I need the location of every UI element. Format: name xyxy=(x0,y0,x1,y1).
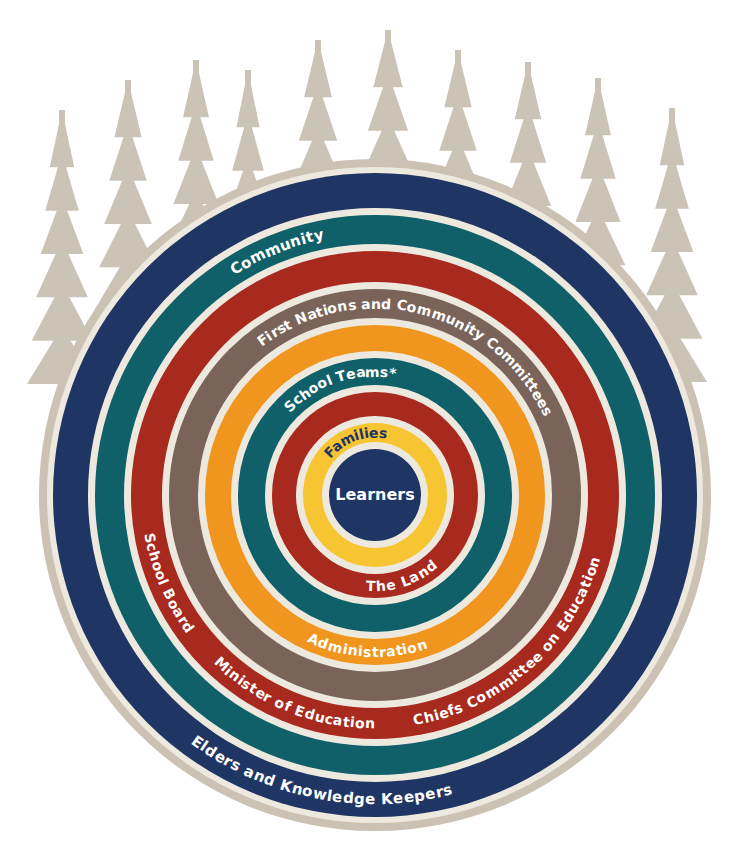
bark-inner xyxy=(47,167,703,823)
label-glyph: m xyxy=(365,364,380,378)
tree-trunk xyxy=(59,110,65,410)
tree-ring-band: LearnersFamiliesThe LandSchool Teams* xyxy=(238,358,512,632)
tree-ring-band: LearnersFamiliesThe LandSchool Teams*Adm… xyxy=(53,173,697,817)
label-glyph: * xyxy=(388,365,397,380)
tree-ring-band: LearnersFamilies xyxy=(303,423,447,567)
label-glyph: h xyxy=(376,578,387,593)
label-glyph: e xyxy=(365,792,375,807)
label-glyph: g xyxy=(354,791,365,807)
label-glyph: t xyxy=(372,645,379,659)
label-glyph: n xyxy=(347,643,359,658)
label-glyph: i xyxy=(357,644,363,658)
ring-label: Learners xyxy=(335,485,414,504)
label-glyph: o xyxy=(354,716,365,731)
label-glyph: d xyxy=(342,790,354,806)
label-glyph: s xyxy=(442,782,454,799)
tree-ring-band: LearnersFamiliesThe LandSchool Teams*Adm… xyxy=(95,215,655,775)
label-glyph: n xyxy=(371,296,381,310)
label-glyph xyxy=(376,792,381,807)
label-glyph: e xyxy=(369,425,379,439)
tree-ring-band: LearnersFamiliesThe LandSchool Teams*Adm… xyxy=(169,289,581,701)
tree-ring-band: LearnersFamiliesThe LandSchool Teams*Adm… xyxy=(131,251,619,739)
label-glyph: i xyxy=(363,426,370,441)
label-glyph: a xyxy=(361,297,371,311)
label-glyph: e xyxy=(332,789,344,805)
label-glyph: a xyxy=(355,365,366,380)
label-glyph: d xyxy=(381,297,392,312)
label-glyph: w xyxy=(312,786,328,803)
tree-ring-band: LearnersFamiliesThe LandSchool Teams*Adm… xyxy=(205,325,545,665)
label-glyph: s xyxy=(380,365,389,380)
label-glyph: e xyxy=(393,791,404,807)
label-glyph: n xyxy=(365,716,375,730)
label-glyph xyxy=(356,297,362,311)
tree-ring-band: Learners xyxy=(329,449,421,541)
bark-edge xyxy=(39,159,711,831)
label-glyph: a xyxy=(385,644,396,659)
label-glyph: s xyxy=(378,426,388,441)
label-glyph: T xyxy=(366,579,376,593)
label-glyph: e xyxy=(385,577,397,592)
label-glyph: r xyxy=(378,645,386,659)
label-glyph: s xyxy=(347,297,357,312)
label-glyph: n xyxy=(336,299,348,314)
label-glyph: K xyxy=(381,792,393,807)
label-glyph: s xyxy=(363,645,372,659)
tree-ring-band: LearnersFamiliesThe Land xyxy=(272,392,478,598)
